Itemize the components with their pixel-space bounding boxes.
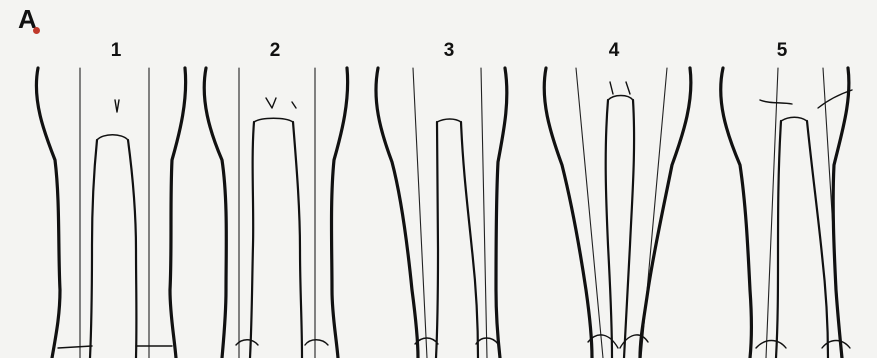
legs-view-4: [544, 68, 691, 358]
legs-view-2: [204, 68, 347, 358]
legs-view-5: [721, 68, 852, 358]
legs-view-3: [376, 68, 507, 358]
legs-view-1: [36, 68, 185, 358]
